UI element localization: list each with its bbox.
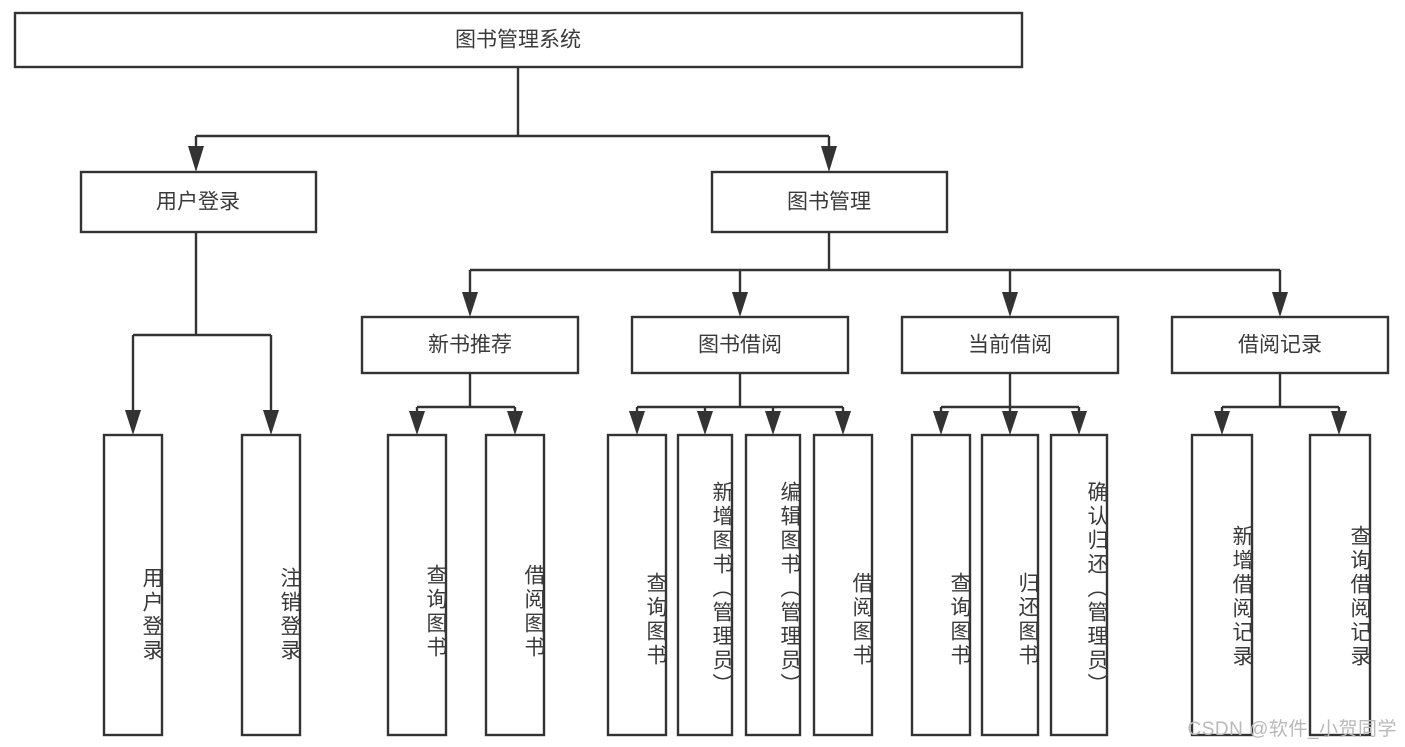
node-label-book-management: 图书管理 [787, 191, 871, 214]
arrow-head-leaf-return-book [1002, 411, 1018, 435]
node-book-management[interactable]: 图书管理 [710, 170, 949, 234]
leaf-box-group [102, 433, 1372, 737]
connector-group-book-management [462, 232, 1288, 317]
connector-group-user-login [125, 232, 279, 435]
node-label-current-borrow: 当前借阅 [968, 334, 1052, 357]
node-box-leaf-add-record[interactable] [1190, 433, 1254, 737]
node-box-book-borrow[interactable] [630, 315, 850, 375]
node-box-leaf-query-book-3[interactable] [910, 433, 972, 737]
connector-group-book-borrow [629, 373, 851, 435]
node-box-leaf-add-book[interactable] [676, 433, 734, 737]
arrow-head-leaf-query-book-2 [629, 411, 645, 435]
node-label-user-login: 用户登录 [156, 191, 240, 214]
node-label-book-borrow: 图书借阅 [698, 334, 782, 357]
arrow-head-leaf-query-book-3 [933, 411, 949, 435]
connector-group-new-book-recommend [409, 373, 523, 435]
arrow-head-leaf-query-record [1331, 411, 1347, 435]
node-box-borrow-record[interactable] [1170, 315, 1390, 375]
node-label-root: 图书管理系统 [455, 29, 581, 52]
node-book-borrow[interactable]: 图书借阅 [630, 315, 850, 375]
node-box-leaf-confirm-return[interactable] [1049, 433, 1109, 737]
node-box-current-borrow[interactable] [900, 315, 1120, 375]
node-root[interactable]: 图书管理系统 [13, 11, 1024, 69]
arrow-head-leaf-user-login [125, 410, 141, 435]
arrow-head-leaf-borrow-book-1 [507, 411, 523, 435]
node-box-leaf-query-book-1[interactable] [386, 433, 448, 737]
node-current-borrow[interactable]: 当前借阅 [900, 315, 1120, 375]
arrow-head-current-borrow [1002, 292, 1018, 317]
connector-group-current-borrow [933, 373, 1087, 435]
node-label-new-book-recommend: 新书推荐 [428, 334, 512, 357]
connector-group-root [188, 67, 837, 172]
arrow-head-book-borrow [732, 292, 748, 317]
arrow-head-leaf-confirm-return [1071, 411, 1087, 435]
node-box-leaf-logout[interactable] [240, 433, 302, 737]
node-box-root[interactable] [13, 11, 1024, 69]
node-box-new-book-recommend[interactable] [360, 315, 580, 375]
node-borrow-record[interactable]: 借阅记录 [1170, 315, 1390, 375]
node-box-leaf-query-book-2[interactable] [606, 433, 668, 737]
node-box-leaf-edit-book[interactable] [744, 433, 802, 737]
arrow-head-new-book-recommend [462, 292, 478, 317]
arrow-head-user-login [188, 146, 204, 172]
node-box-leaf-query-record[interactable] [1308, 433, 1372, 737]
node-box-leaf-user-login[interactable] [102, 433, 164, 737]
arrow-head-borrow-record [1272, 292, 1288, 317]
connector-group-borrow-record [1214, 373, 1347, 435]
arrow-head-leaf-add-record [1214, 411, 1230, 435]
arrow-head-leaf-add-book [697, 411, 713, 435]
arrow-head-leaf-borrow-book-2 [835, 411, 851, 435]
node-box-user-login[interactable] [79, 170, 318, 234]
csdn-watermark: CSDN @软件_小贺同学 [1187, 719, 1397, 740]
node-box-book-management[interactable] [710, 170, 949, 234]
arrow-head-leaf-edit-book [765, 411, 781, 435]
arrow-head-book-management [821, 146, 837, 172]
arrow-head-leaf-query-book-1 [409, 411, 425, 435]
node-box-leaf-borrow-book-1[interactable] [484, 433, 546, 737]
node-box-leaf-return-book[interactable] [980, 433, 1040, 737]
arrow-head-leaf-logout [263, 410, 279, 435]
node-label-borrow-record: 借阅记录 [1238, 334, 1322, 357]
node-new-book-recommend[interactable]: 新书推荐 [360, 315, 580, 375]
node-user-login[interactable]: 用户登录 [79, 170, 318, 234]
node-box-leaf-borrow-book-2[interactable] [812, 433, 874, 737]
